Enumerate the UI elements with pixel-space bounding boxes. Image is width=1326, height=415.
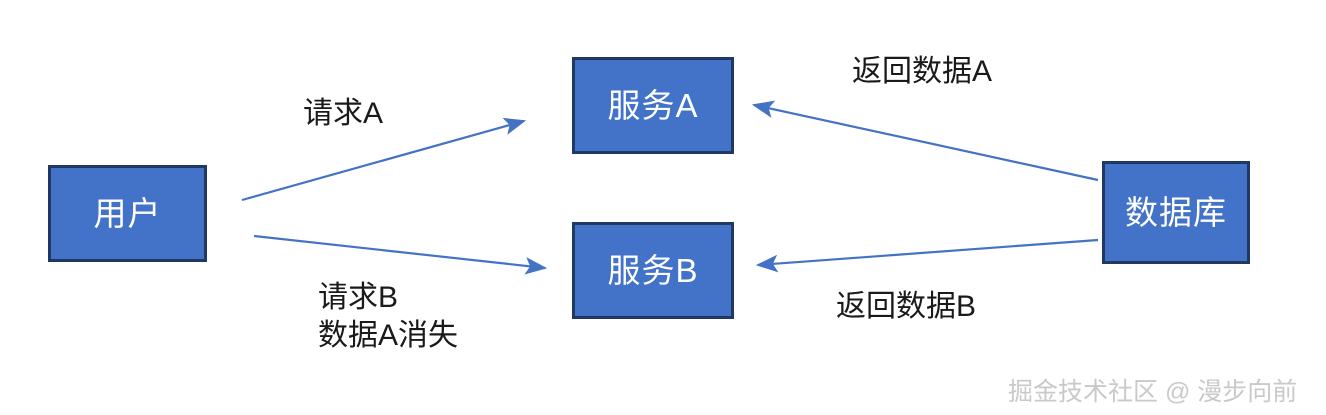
edge-label-request-a: 请求A bbox=[303, 97, 384, 130]
node-service-b[interactable]: 服务B bbox=[572, 222, 734, 319]
node-database[interactable]: 数据库 bbox=[1102, 161, 1250, 264]
edge-label-response-a: 返回数据A bbox=[852, 55, 993, 88]
node-user[interactable]: 用户 bbox=[48, 165, 207, 262]
edge-label-response-b: 返回数据B bbox=[836, 290, 977, 323]
arrow-response-a bbox=[751, 100, 1099, 182]
edge-label-request-b: 请求B 数据A消失 bbox=[318, 281, 459, 353]
arrow-response-b bbox=[755, 238, 1099, 273]
node-service-a[interactable]: 服务A bbox=[572, 57, 734, 154]
arrow-request-b bbox=[253, 234, 548, 275]
watermark-text: 掘金技术社区 @ 漫步向前 bbox=[1008, 378, 1298, 406]
